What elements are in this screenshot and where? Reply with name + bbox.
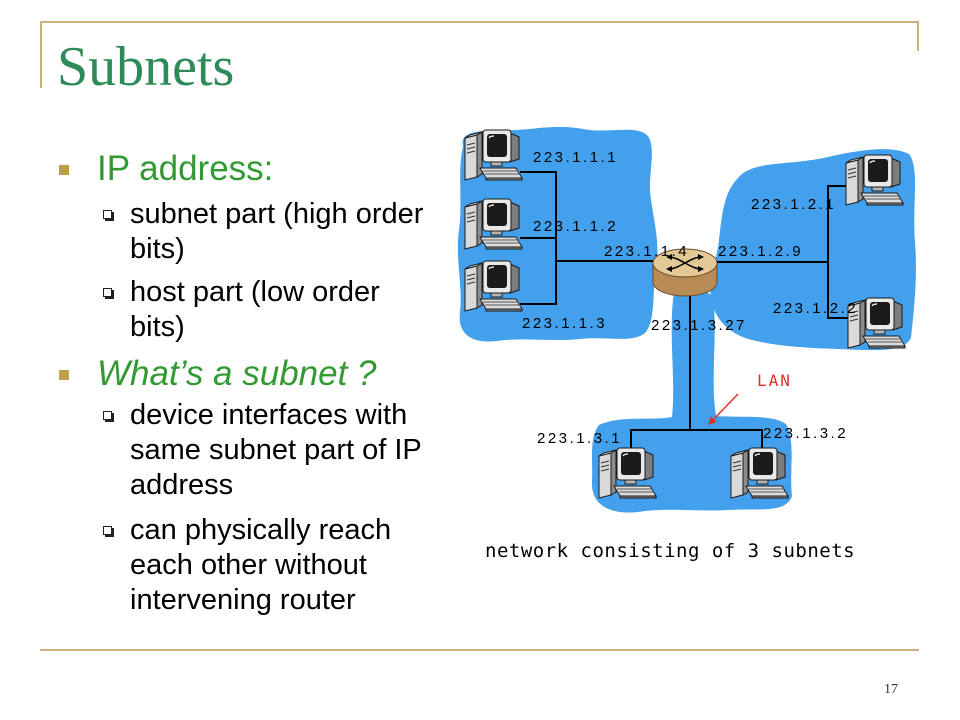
interface-address-label: 223.1.1.2 xyxy=(533,218,618,235)
bullet-heading-ip-address: IP address: xyxy=(97,149,274,188)
bullet-marker xyxy=(59,370,69,380)
interface-address-label: 223.1.1.3 xyxy=(522,315,607,332)
title-rule-left xyxy=(40,21,42,88)
sub-bullet-marker xyxy=(103,411,112,420)
sub-bullet-device-interfaces: device interfaces with same subnet part … xyxy=(130,399,422,501)
sub-bullet-physically-reach: can physically reach each other without … xyxy=(130,514,392,616)
interface-address-label: 223.1.1.1 xyxy=(533,149,618,166)
interface-address-label: 223.1.2.2 xyxy=(773,300,858,317)
interface-address-label: 223.1.2.9 xyxy=(718,243,803,260)
desktop-computer-icon xyxy=(845,154,904,206)
title-rule-top xyxy=(40,21,919,23)
title-rule-right xyxy=(917,21,919,51)
desktop-computer-icon xyxy=(464,198,523,250)
sub-bullet-marker xyxy=(103,288,112,297)
sub-bullet-subnet-part: subnet part (high order bits) xyxy=(130,198,424,265)
interface-address-label: 223.1.3.2 xyxy=(763,425,848,442)
desktop-computer-icon xyxy=(730,447,789,499)
desktop-computer-icon xyxy=(598,447,657,499)
sub-bullet-host-part: host part (low order bits) xyxy=(130,276,380,343)
desktop-computer-icon xyxy=(464,129,523,181)
interface-address-label: 223.1.2.1 xyxy=(751,196,836,213)
lan-label: LAN xyxy=(757,371,792,390)
desktop-computer-icon xyxy=(464,260,523,312)
subnet-1-wiring xyxy=(520,171,655,305)
interface-address-label: 223.1.3.1 xyxy=(537,430,622,447)
sub-bullet-marker xyxy=(103,210,112,219)
bullet-heading-whats-a-subnet: What’s a subnet ? xyxy=(97,354,377,393)
interface-address-label: 223.1.1.4 xyxy=(604,243,689,260)
slide-title: Subnets xyxy=(57,36,235,98)
interface-address-label: 223.1.3.27 xyxy=(651,317,747,334)
router-icon xyxy=(652,248,718,297)
footer-rule xyxy=(40,649,919,651)
bullet-marker xyxy=(59,165,69,175)
sub-bullet-marker xyxy=(103,526,112,535)
page-number: 17 xyxy=(884,682,898,697)
lan-pointer-arrow-icon xyxy=(708,393,739,425)
diagram-caption: network consisting of 3 subnets xyxy=(485,540,855,562)
